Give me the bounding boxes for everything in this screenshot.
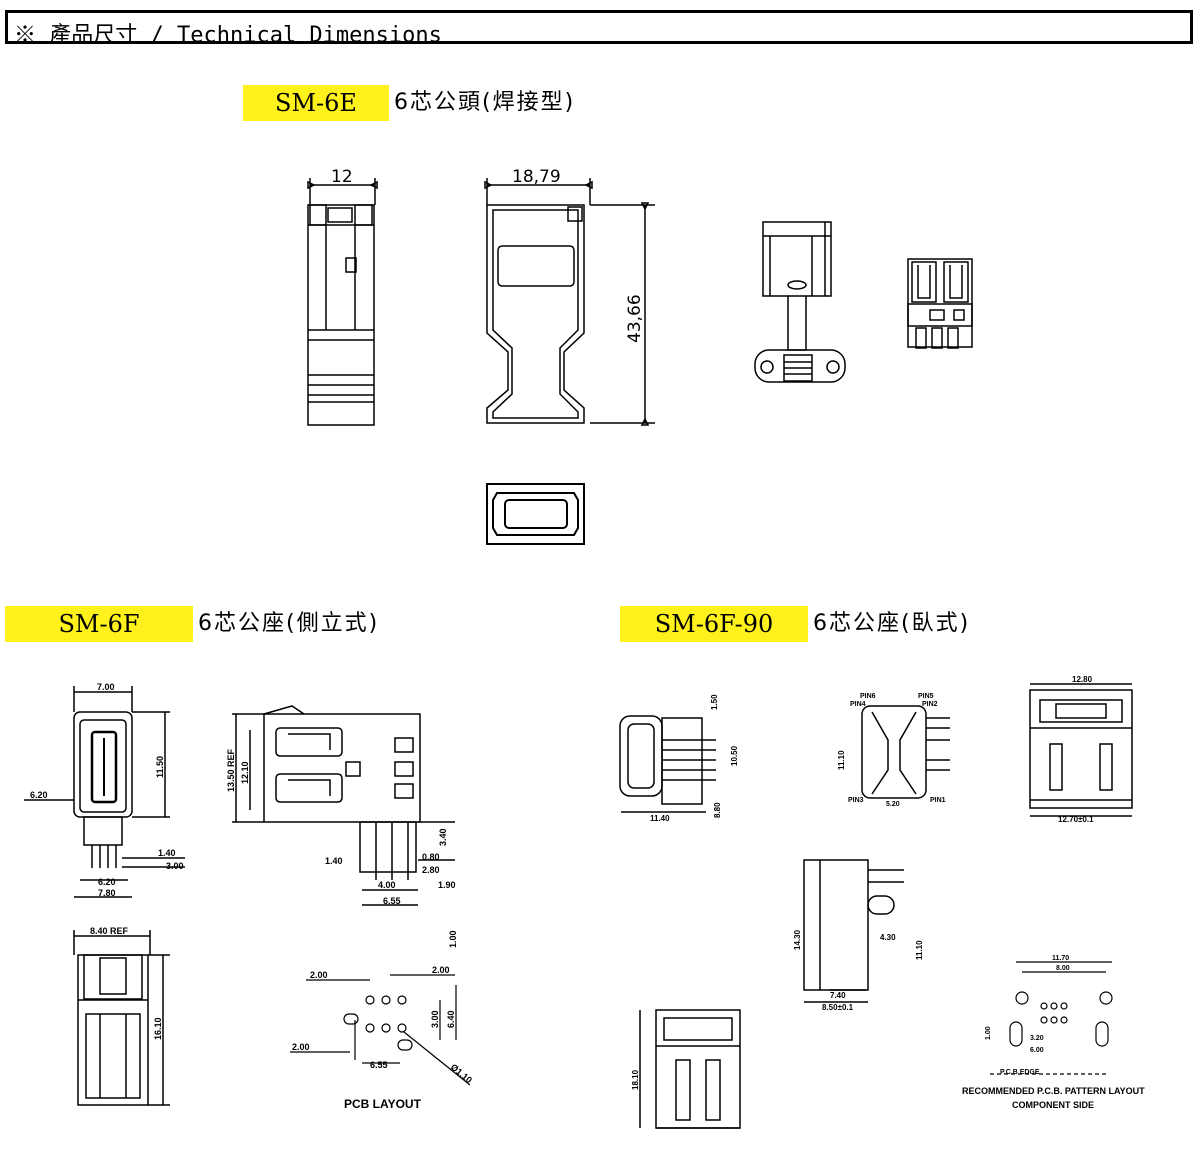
pcb-dia-label: Ø1.10 xyxy=(449,1062,474,1085)
f-side-7-label: 6.55 xyxy=(383,896,401,906)
g-c-label: 10.50 xyxy=(730,745,739,766)
section-header: ※ 產品尺寸 / Technical Dimensions xyxy=(5,10,1193,48)
sm6f90-bottom-view: 18.10 xyxy=(631,1009,741,1129)
model-label-sm6f: SM-6F xyxy=(5,606,193,642)
f-side-ref-label: 13.50 REF xyxy=(226,748,236,792)
g-d-label: 8.80 xyxy=(713,802,722,818)
sm6f90-front-view: 11.40 1.50 10.50 8.80 xyxy=(619,694,739,823)
sm6f-rear-view: 8.40 REF 16.10 xyxy=(73,926,170,1106)
g-k-label: 5.20 xyxy=(886,801,900,808)
pcb-recommended-label: RECOMMENDED P.C.B. PATTERN LAYOUT xyxy=(962,1086,1145,1096)
g-t-label: 18.10 xyxy=(631,1069,640,1090)
f-front-ref-label: 8.40 REF xyxy=(90,926,129,936)
g-m-label: 12.80 xyxy=(1072,675,1093,684)
sm6e-bottom-view xyxy=(486,483,585,545)
pcb-5-label: 3.00 xyxy=(430,1010,440,1028)
pcb-6-label: 6.40 xyxy=(446,1010,456,1028)
sm6e-front-view: 18,79 43,66 xyxy=(484,167,655,426)
g-h-label: PIN1 xyxy=(930,797,946,804)
g-s-label: 11.10 xyxy=(915,940,924,960)
sm6e-cable-view xyxy=(754,221,846,383)
f-side-4-label: 2.80 xyxy=(422,865,440,875)
sm6e-side-view: 12 xyxy=(307,167,378,426)
pcb-component-side-label: COMPONENT SIDE xyxy=(1012,1100,1094,1110)
sm6f90-pcb-layout: 11.70 8.00 3.20 6.00 1.00 P.C.B EDGE REC… xyxy=(962,955,1145,1110)
header-title: ※ 產品尺寸 / Technical Dimensions xyxy=(14,23,442,48)
pcb-4-label: 1.00 xyxy=(448,930,458,948)
f-bot1-label: 6.20 xyxy=(98,877,116,887)
g-n-label: 12.70±0.1 xyxy=(1058,815,1094,824)
g-e-label: PIN6 xyxy=(860,693,876,700)
pcb-2-label: 2.00 xyxy=(432,965,450,975)
sm6e-pcb-view xyxy=(907,258,973,349)
g-x-label: 6.00 xyxy=(1030,1047,1044,1054)
g-g-label: PIN5 xyxy=(918,693,934,700)
pcb-7-label: 6.55 xyxy=(370,1060,388,1070)
f-side-3-label: 0.80 xyxy=(422,852,440,862)
f-pitch2-label: 3.00 xyxy=(166,861,184,871)
g-p-label: 4.30 xyxy=(880,933,896,942)
g-b-label: 1.50 xyxy=(710,694,719,710)
g-u-label: 11.70 xyxy=(1052,955,1069,962)
sm6f90-profile-view: 14.30 4.30 7.40 8.50±0.1 11.10 xyxy=(793,859,924,1012)
f-height-label: 11.50 xyxy=(155,756,165,778)
model-desc-sm6f90: 6芯公座(臥式) xyxy=(813,611,971,636)
pcb-3-label: 2.00 xyxy=(292,1042,310,1052)
g-i-label: PIN2 xyxy=(922,701,938,708)
sm6e-depth-label: 18,79 xyxy=(512,167,561,187)
sm6f-pcb-layout: 2.00 2.00 1.00 2.00 6.55 3.00 6.40 Ø1.10… xyxy=(290,930,474,1111)
f-side-5-label: 4.00 xyxy=(378,880,396,890)
g-w-label: 3.20 xyxy=(1030,1035,1044,1042)
f-front-h-label: 16.10 xyxy=(153,1017,163,1040)
g-r-label: 8.50±0.1 xyxy=(822,1003,854,1012)
g-a-label: 11.40 xyxy=(650,814,670,823)
f-pitch1-label: 1.40 xyxy=(158,848,176,858)
sm6f90-top-view: PIN6 PIN4 PIN5 PIN1 PIN2 PIN3 5.20 11.10 xyxy=(837,693,950,808)
sm6e-width-label: 12 xyxy=(331,167,353,187)
g-v-label: 8.00 xyxy=(1056,965,1070,972)
g-y-label: 1.00 xyxy=(985,1026,992,1040)
f-side-1-label: 3.40 xyxy=(438,828,448,846)
f-bot2-label: 7.80 xyxy=(98,888,116,898)
model-label-sm6f90: SM-6F-90 xyxy=(620,606,808,642)
sm6f-front-view: 7.00 11.50 6.20 1.40 3.00 6.20 7.80 xyxy=(24,682,185,898)
g-o-label: 14.30 xyxy=(793,929,802,950)
g-z-label: P.C.B EDGE xyxy=(1000,1069,1040,1076)
sm6f-side-view: 13.50 REF 12.10 3.40 1.40 0.80 2.80 4.00… xyxy=(226,705,456,906)
f-side-2-label: 1.40 xyxy=(325,856,343,866)
g-q-label: 7.40 xyxy=(830,991,846,1000)
f-side-6-label: 1.90 xyxy=(438,880,456,890)
model-desc-sm6e: 6芯公頭(焊接型) xyxy=(394,90,576,115)
f-left-label: 6.20 xyxy=(30,790,48,800)
g-l-label: 11.10 xyxy=(837,750,846,770)
sm6f90-side-view: 12.80 12.70±0.1 xyxy=(1029,675,1133,824)
model-label-sm6e: SM-6E xyxy=(243,85,389,121)
pcb-1-label: 2.00 xyxy=(310,970,328,980)
sm6e-length-label: 43,66 xyxy=(625,294,645,343)
g-f-label: PIN4 xyxy=(850,701,866,708)
f-top-width-label: 7.00 xyxy=(97,682,115,692)
model-desc-sm6f: 6芯公座(側立式) xyxy=(198,611,380,636)
g-j-label: PIN3 xyxy=(848,797,864,804)
pcb-layout-caption: PCB LAYOUT xyxy=(344,1097,422,1111)
f-side-h-label: 12.10 xyxy=(240,761,250,784)
